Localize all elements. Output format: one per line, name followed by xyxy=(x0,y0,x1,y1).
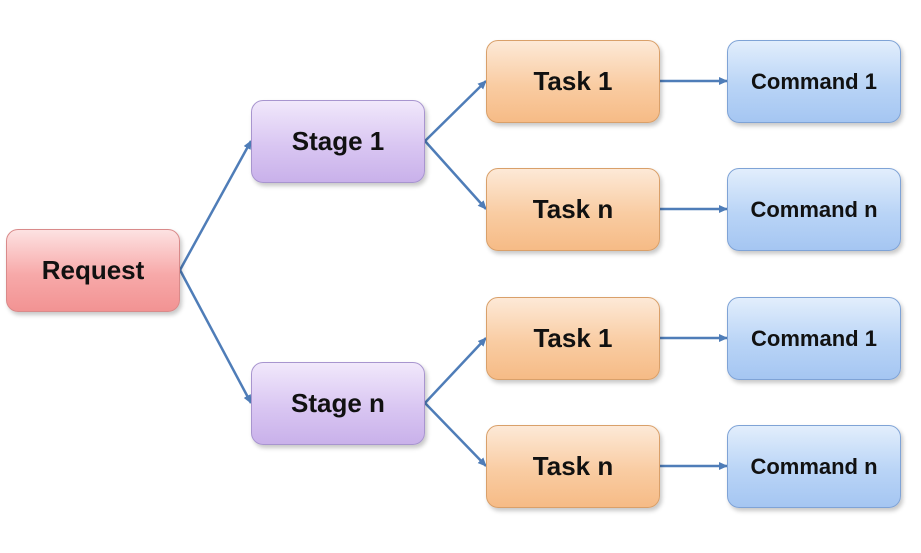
stage-node-1: Stage 1 xyxy=(251,100,425,183)
arrow-stage-1-to-task-a xyxy=(424,80,487,142)
arrow-stage-n-to-task-c xyxy=(424,337,487,404)
command-node: Command 1 xyxy=(727,40,901,123)
stage-label: Stage 1 xyxy=(291,126,385,156)
arrow-stage-n-to-task-d xyxy=(424,402,487,467)
task-node: Task n xyxy=(486,425,660,508)
command-label: Command n xyxy=(750,196,878,222)
command-node: Command 1 xyxy=(727,297,901,380)
command-label: Command 1 xyxy=(751,68,877,94)
command-label: Command n xyxy=(750,453,878,479)
command-label: Command 1 xyxy=(751,325,877,351)
task-label: Task n xyxy=(532,451,614,481)
task-node: Task 1 xyxy=(486,297,660,380)
arrow-request-to-stage-1 xyxy=(178,140,253,271)
arrow-request-to-stage-n xyxy=(178,269,253,404)
task-node: Task n xyxy=(486,168,660,251)
task-label: Task n xyxy=(532,194,614,224)
stage-label: Stage n xyxy=(291,388,385,418)
task-node: Task 1 xyxy=(486,40,660,123)
arrow-stage-1-to-task-b xyxy=(424,140,487,210)
request-label: Request xyxy=(41,255,145,285)
task-label: Task 1 xyxy=(533,66,613,96)
task-label: Task 1 xyxy=(533,323,613,353)
request-node: Request xyxy=(6,229,180,312)
command-node: Command n xyxy=(727,168,901,251)
stage-node-n: Stage n xyxy=(251,362,425,445)
command-node: Command n xyxy=(727,425,901,508)
